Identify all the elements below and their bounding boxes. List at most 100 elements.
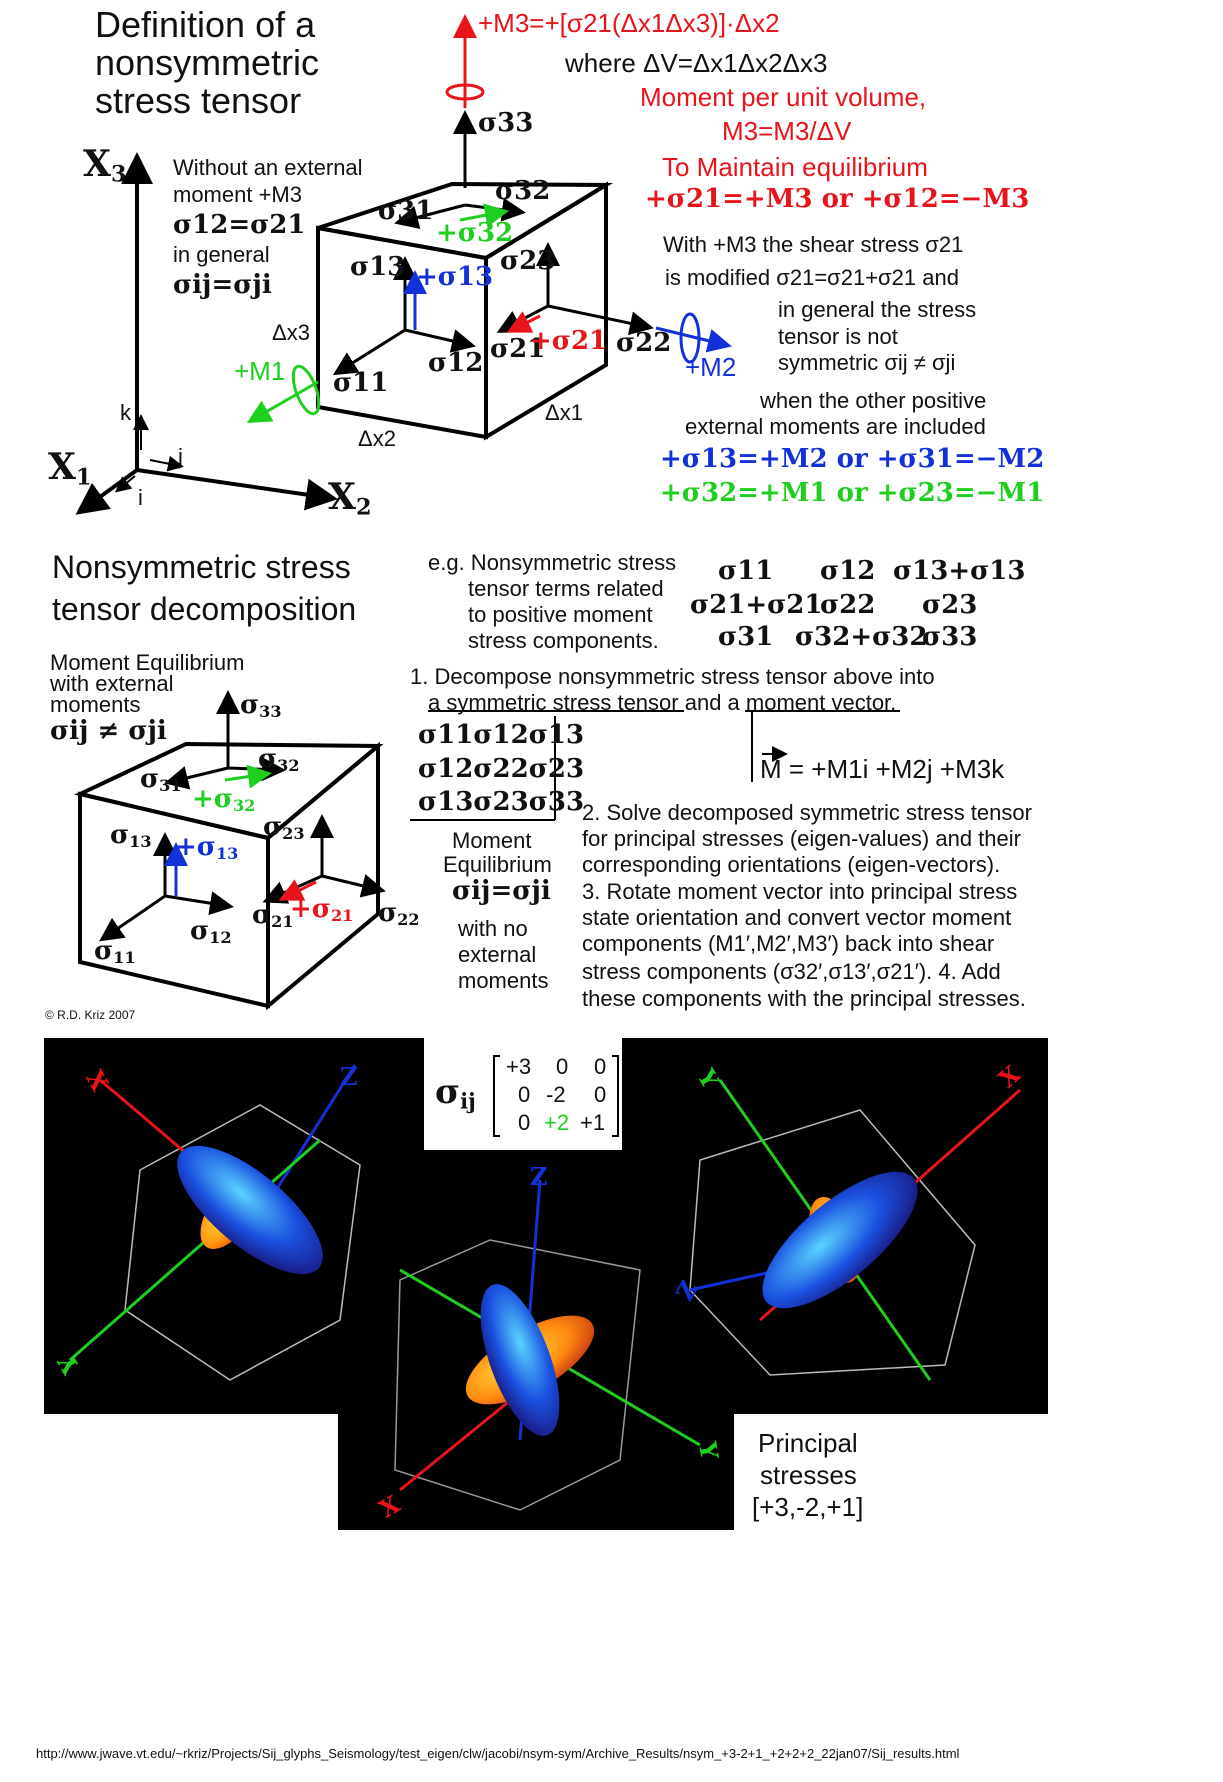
steps-line-3: corresponding orientations (eigen-vector… — [582, 852, 1001, 877]
moment-eq-left-2: with external — [50, 671, 174, 696]
moment-eq-right-1: Moment — [452, 828, 532, 853]
moment-per-volume: Moment per unit volume, — [640, 82, 927, 112]
m2-label: +M2 — [685, 352, 737, 382]
modified-line-5: symmetric σij ≠ σji — [778, 350, 956, 375]
sigma21-label: σ21 — [490, 334, 546, 364]
k-label: k — [120, 400, 131, 425]
dx1-label: Δx1 — [545, 400, 583, 425]
modified-line-4: tensor is not — [778, 324, 898, 349]
equilibrium-equation: +σ21=+M3 or +σ12=−M3 — [645, 184, 1030, 214]
steps-line-7: stress components (σ32′,σ13′,σ21′). 4. A… — [582, 959, 1001, 984]
sigma11-label: σ11 — [333, 368, 389, 398]
mid-plus-sigma21: +σ21 — [290, 894, 354, 926]
steps-line-6: components (M1′,M2′,M3′) back into shear — [582, 931, 995, 956]
bm-r2c3: 0 — [594, 1082, 607, 1107]
moment-eq-right-2: Equilibrium — [443, 852, 552, 877]
matrix-r2c2: σ22 — [820, 590, 876, 620]
where-dv: where ΔV=Δx1Δx2Δx3 — [565, 48, 828, 78]
matrix-r1c2: σ12 — [820, 556, 876, 586]
matrix-r1c3: σ13+σ13 — [893, 556, 1026, 586]
mid-sigma13: σ13 — [110, 820, 152, 852]
m3-per-volume: M3=M3/ΔV — [722, 116, 852, 146]
matrix-r1c1: σ11 — [718, 556, 774, 586]
moment-eq-right-6: moments — [458, 968, 549, 993]
modified-line-6: when the other positive — [760, 388, 987, 413]
center-z-axis-label: Z — [530, 1162, 548, 1191]
without-line-5: σij=σji — [173, 270, 272, 300]
without-line-1: Without an external — [173, 155, 363, 180]
bm-r1c3: 0 — [594, 1054, 607, 1079]
without-line-3: σ12=σ21 — [173, 210, 306, 240]
right-glyph — [689, 1079, 1021, 1381]
principal-line-3: [+3,-2,+1] — [752, 1492, 864, 1522]
bm-r3c1: 0 — [518, 1110, 531, 1135]
moment-eq-right-5: external — [458, 942, 537, 967]
source-url: http://www.jwave.vt.edu/~rkriz/Projects/… — [36, 1746, 960, 1761]
x1-label: X1 — [48, 446, 92, 491]
sigma23-label: σ23 — [500, 246, 556, 276]
mid-plus-sigma13: +σ13 — [175, 832, 239, 864]
dx3-label: Δx3 — [272, 320, 310, 345]
m1-label: +M1 — [234, 356, 286, 386]
mid-title-2: tensor decomposition — [52, 591, 357, 627]
mid-sigma12: σ12 — [190, 916, 232, 948]
dx2-label: Δx2 — [358, 426, 396, 451]
bm-r2c2: -2 — [546, 1082, 566, 1107]
modified-line-1: With +M3 the shear stress σ21 — [663, 232, 964, 257]
x2-axis — [136, 468, 338, 511]
bottom-matrix-label: σij — [435, 1072, 476, 1114]
sigma31-label: σ31 — [378, 196, 434, 226]
moment-eq-left-1: Moment Equilibrium — [50, 650, 245, 675]
matrix-r2c1: σ21+σ21 — [690, 590, 823, 620]
plus-sigma21-label: +σ21 — [530, 326, 608, 356]
mid-sigma11: σ11 — [94, 936, 136, 968]
eg-line-4: stress components. — [468, 628, 659, 653]
mid-title-1: Nonsymmetric stress — [52, 549, 351, 585]
step1-line-1: 1. Decompose nonsymmetric stress tensor … — [410, 664, 935, 689]
extra-equation-2: +σ32=+M1 or +σ23=−M1 — [660, 478, 1045, 508]
x2-label: X2 — [328, 476, 372, 521]
mid-sigma21: σ21 — [252, 900, 294, 932]
moment-vector: M = +M1i +M2j +M3k — [760, 754, 1005, 784]
middle-cube-diagram — [73, 690, 900, 1011]
title-line-1: Definition of a — [95, 4, 316, 45]
j-label: j — [178, 444, 183, 469]
mid-sigma22: σ22 — [378, 898, 420, 930]
bm-r3c3: +1 — [580, 1110, 606, 1135]
modified-line-3: in general the stress — [778, 297, 977, 322]
modified-line-2: is modified σ21=σ21+σ21 and — [665, 265, 959, 290]
mid-sigma33: σ33 — [240, 690, 282, 722]
cube-right — [484, 181, 608, 441]
bm-r1c2: 0 — [556, 1054, 569, 1079]
without-line-4: in general — [173, 242, 270, 267]
extra-equation-1: +σ13=+M2 or +σ31=−M2 — [660, 444, 1045, 474]
plus-sigma32-label: +σ32 — [436, 218, 514, 248]
bm-r2c1: 0 — [518, 1082, 531, 1107]
eg-line-1: e.g. Nonsymmetric stress — [428, 550, 677, 575]
principal-box — [734, 1414, 884, 1530]
top-cube-diagram — [75, 14, 732, 515]
mid-plus-sigma32: +σ32 — [192, 784, 256, 816]
matrix-r3c2: σ32+σ32 — [795, 622, 928, 652]
steps-line-1: 2. Solve decomposed symmetric stress ten… — [582, 800, 1032, 825]
steps-line-2: for principal stresses (eigen-values) an… — [582, 826, 1021, 851]
sym-matrix-row-2: σ12σ22σ23 — [418, 754, 585, 784]
bm-r3c2: +2 — [544, 1110, 570, 1135]
sigma12-label: σ12 — [428, 348, 484, 378]
eg-line-3: to positive moment — [468, 602, 653, 627]
moment-eq-right-4: with no — [458, 916, 528, 941]
x3-label: X3 — [83, 143, 127, 188]
modified-line-7: external moments are included — [685, 414, 986, 439]
matrix-r3c3: σ33 — [922, 622, 978, 652]
matrix-r2c3: σ23 — [922, 590, 978, 620]
eg-line-2: tensor terms related — [468, 576, 664, 601]
sigma32-label: σ32 — [495, 176, 551, 206]
plus-sigma13-label: +σ13 — [416, 262, 494, 292]
title-line-2: nonsymmetric — [95, 42, 320, 83]
moment-eq-right-3: σij=σji — [452, 876, 551, 906]
mid-sigma31: σ31 — [140, 764, 182, 796]
center-glyph — [394, 1179, 701, 1511]
moment-eq-left-4: σij ≠ σji — [50, 716, 167, 746]
left-z-axis-label: Z — [340, 1062, 358, 1091]
